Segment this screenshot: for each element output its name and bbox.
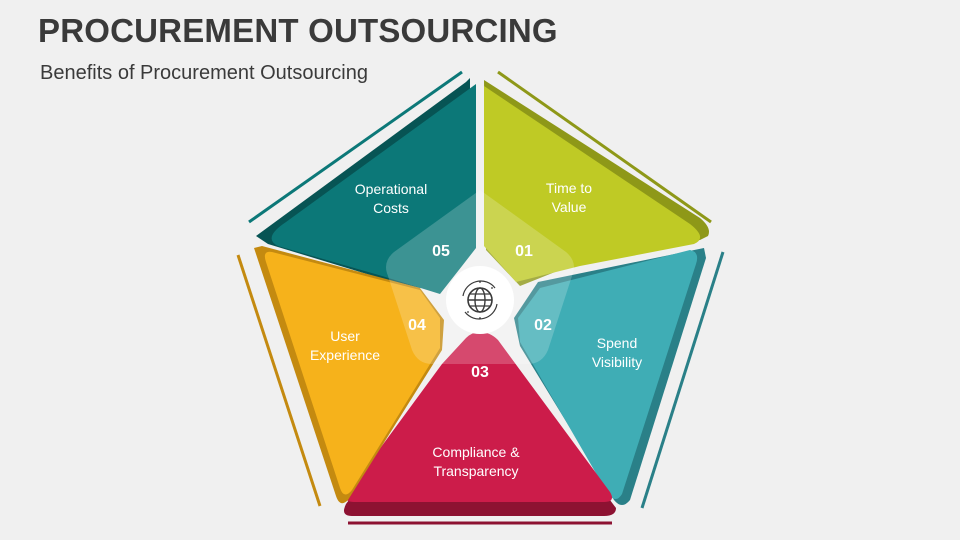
segment-label: Value (552, 199, 587, 215)
segment-number: 02 (534, 317, 552, 334)
globe-icon (462, 280, 498, 320)
segment-shape (264, 251, 440, 495)
page-title: PROCUREMENT OUTSOURCING (38, 12, 558, 49)
segment-shape (518, 250, 698, 499)
segment-shape (484, 86, 701, 282)
accent-line-spend (640, 251, 725, 509)
segment-number: 03 (471, 364, 489, 381)
segment-label: Transparency (433, 463, 518, 479)
segment-label: Visibility (592, 354, 642, 370)
segment-label: Time to (546, 180, 592, 196)
accent-line-user (236, 254, 322, 507)
segment-label: Operational (355, 181, 427, 197)
segment-shape (346, 332, 612, 502)
segment-label: User (330, 328, 360, 344)
segment-number: 04 (408, 317, 426, 334)
segment-number: 05 (432, 243, 450, 260)
segment-spend-visibility: Spend Visibility (514, 248, 706, 505)
segment-user-experience: User Experience (254, 246, 444, 504)
segment-label: Spend (597, 335, 637, 351)
segment-shape (271, 84, 476, 294)
segment-label: Experience (310, 347, 380, 363)
segment-compliance-transparency: Compliance & Transparency (344, 328, 616, 516)
page-subtitle: Benefits of Procurement Outsourcing (40, 62, 368, 84)
segment-operational-costs: Operational Costs (256, 78, 476, 294)
accent-line-operational (248, 70, 463, 224)
accent-line-time (497, 70, 712, 224)
segment-number: 01 (515, 243, 533, 260)
segment-label: Costs (373, 200, 409, 216)
segment-time-to-value: Time to Value (484, 80, 709, 286)
segment-label: Compliance & (432, 444, 520, 460)
